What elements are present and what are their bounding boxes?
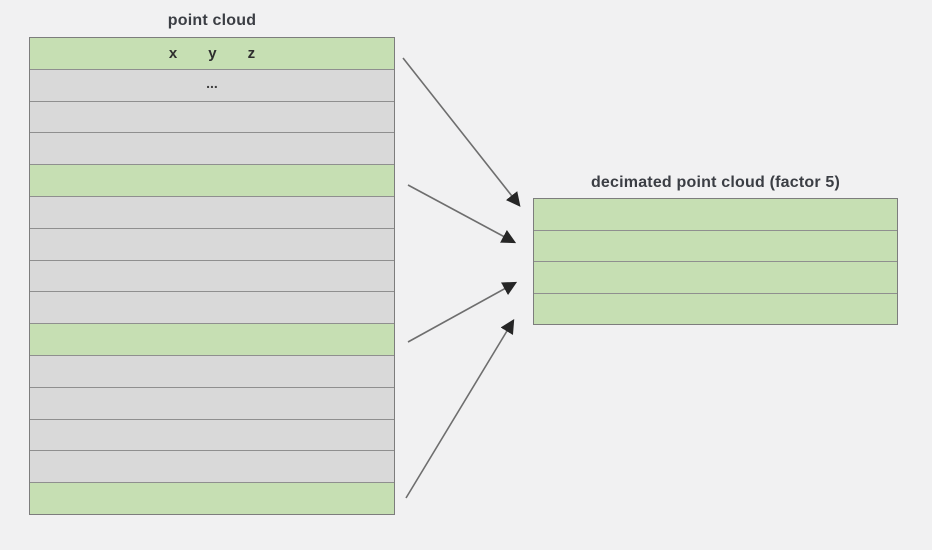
table-row <box>534 262 897 294</box>
table-row <box>30 324 394 356</box>
header-cell-x: x <box>168 44 178 62</box>
table-row <box>30 355 394 388</box>
table-row <box>30 419 394 452</box>
table-row <box>30 101 394 134</box>
decimated-point-cloud-title: decimated point cloud (factor 5) <box>590 174 841 191</box>
decimation-arrow-3 <box>407 281 518 343</box>
table-row <box>534 293 897 324</box>
table-row <box>30 165 394 197</box>
decimation-arrow-4 <box>405 318 515 499</box>
decimated-point-cloud-table <box>533 198 898 325</box>
table-row: ... <box>30 69 394 102</box>
table-row <box>30 260 394 293</box>
table-row <box>30 133 394 166</box>
point-cloud-table: x y z... <box>29 37 395 515</box>
xyz-header: x y z <box>169 45 255 62</box>
decimation-arrow-2 <box>407 184 517 244</box>
header-cell-z: z <box>247 44 256 62</box>
header-cell-y: y <box>208 44 217 62</box>
table-row <box>30 196 394 229</box>
table-row <box>30 292 394 325</box>
table-row <box>534 199 897 231</box>
table-row <box>30 483 394 514</box>
table-row: x y z <box>30 38 394 70</box>
table-row <box>534 230 897 262</box>
point-cloud-title: point cloud <box>167 12 257 29</box>
ellipsis-label: ... <box>206 75 218 92</box>
table-row <box>30 228 394 261</box>
table-row <box>30 387 394 420</box>
table-row <box>30 451 394 484</box>
decimation-arrow-1 <box>402 57 521 207</box>
